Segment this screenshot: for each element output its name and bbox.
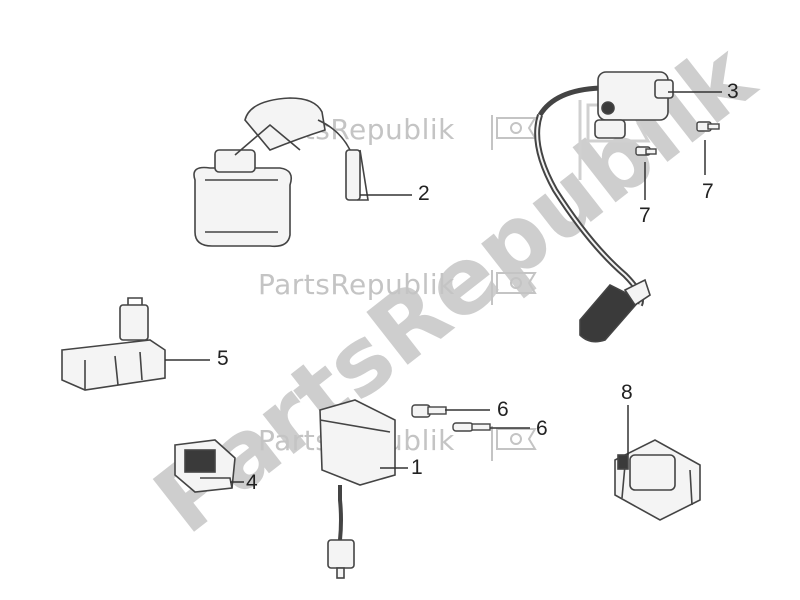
- watermark-gear-icon: [491, 115, 537, 150]
- callout-1: 1: [411, 456, 423, 479]
- ignition-coil: [193, 97, 369, 248]
- callout-8: 8: [621, 381, 633, 404]
- callout-7b: 7: [702, 180, 714, 203]
- callout-5: 5: [217, 347, 229, 370]
- cdi-unit: [319, 399, 396, 579]
- callout-3: 3: [727, 80, 739, 103]
- callout-6b: 6: [536, 417, 548, 440]
- bolt-7a: [635, 146, 657, 156]
- bolt-6a: [411, 404, 447, 418]
- bolt-6b: [452, 422, 491, 432]
- leader-lines: [165, 91, 722, 483]
- watermark-text: PartsRepublik: [258, 268, 455, 301]
- small-relay: [174, 439, 236, 493]
- callout-4: 4: [246, 471, 258, 494]
- relay-block: [61, 297, 166, 391]
- watermark-gear-icon: [491, 270, 537, 305]
- watermark-gear-icon: [491, 426, 537, 461]
- bolt-7b: [696, 121, 720, 132]
- kickstart-lever: [534, 71, 674, 343]
- callout-7a: 7: [639, 204, 651, 227]
- relay-8: [614, 439, 701, 521]
- callout-6a: 6: [497, 398, 509, 421]
- watermark-row-middle: PartsRepublik: [258, 268, 455, 301]
- callout-2: 2: [418, 182, 430, 205]
